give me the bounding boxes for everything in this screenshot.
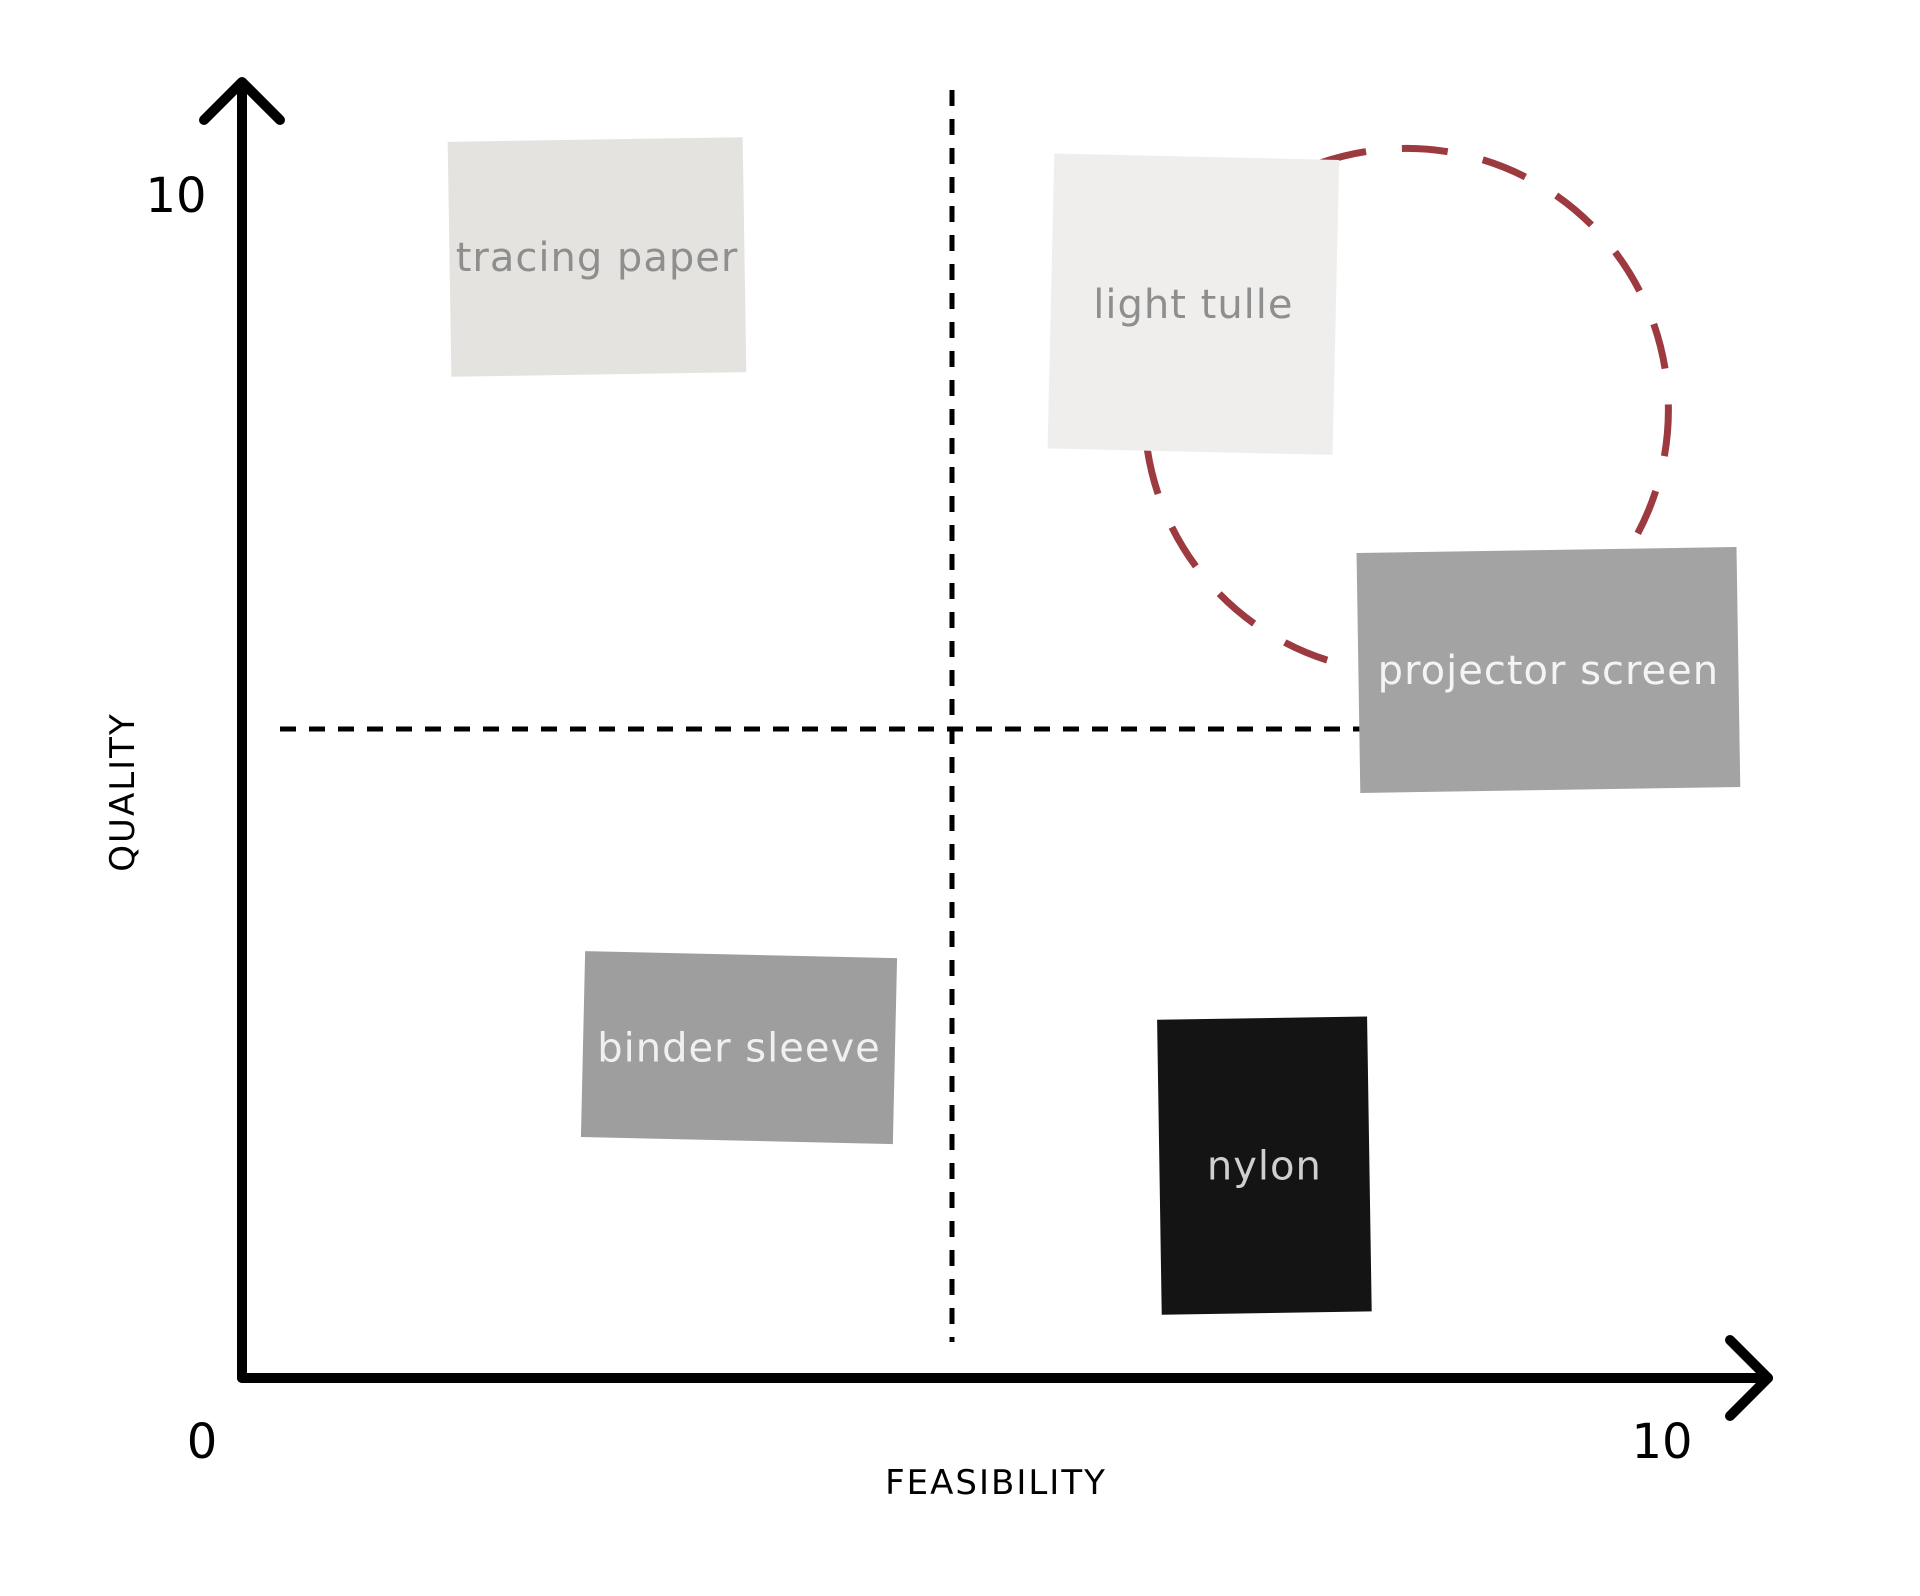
point-label-tracing-paper: tracing paper	[456, 235, 739, 281]
data-points: tracing paper light tulle projector screen…	[447, 137, 1741, 1315]
axes: 0 10 10 FEASIBILITY QUALITY	[103, 77, 1773, 1503]
quadrant-dividers	[280, 90, 1430, 1342]
x-axis-arrowhead	[1725, 1335, 1773, 1421]
x-axis-label: FEASIBILITY	[885, 1463, 1107, 1503]
point-label-projector-screen: projector screen	[1378, 648, 1719, 694]
swatch-projector-screen	[1356, 547, 1741, 793]
swatch-binder-sleeve	[580, 951, 898, 1145]
y-tick-label-10: 10	[145, 168, 206, 224]
swatch-nylon	[1157, 1016, 1372, 1315]
point-binder-sleeve: binder sleeve	[580, 951, 898, 1145]
point-nylon: nylon	[1157, 1016, 1372, 1315]
point-tracing-paper: tracing paper	[447, 137, 747, 377]
y-axis-label: QUALITY	[103, 712, 143, 871]
x-tick-label-0: 0	[187, 1414, 218, 1470]
x-tick-label-10: 10	[1631, 1414, 1692, 1470]
point-light-tulle: light tulle	[1047, 153, 1340, 455]
point-label-nylon: nylon	[1207, 1144, 1322, 1190]
swatch-tracing-paper	[447, 137, 747, 377]
swatch-light-tulle	[1047, 153, 1340, 455]
point-projector-screen: projector screen	[1356, 547, 1741, 793]
y-axis-arrowhead	[199, 77, 285, 125]
point-label-light-tulle: light tulle	[1093, 282, 1293, 328]
point-label-binder-sleeve: binder sleeve	[597, 1026, 880, 1072]
